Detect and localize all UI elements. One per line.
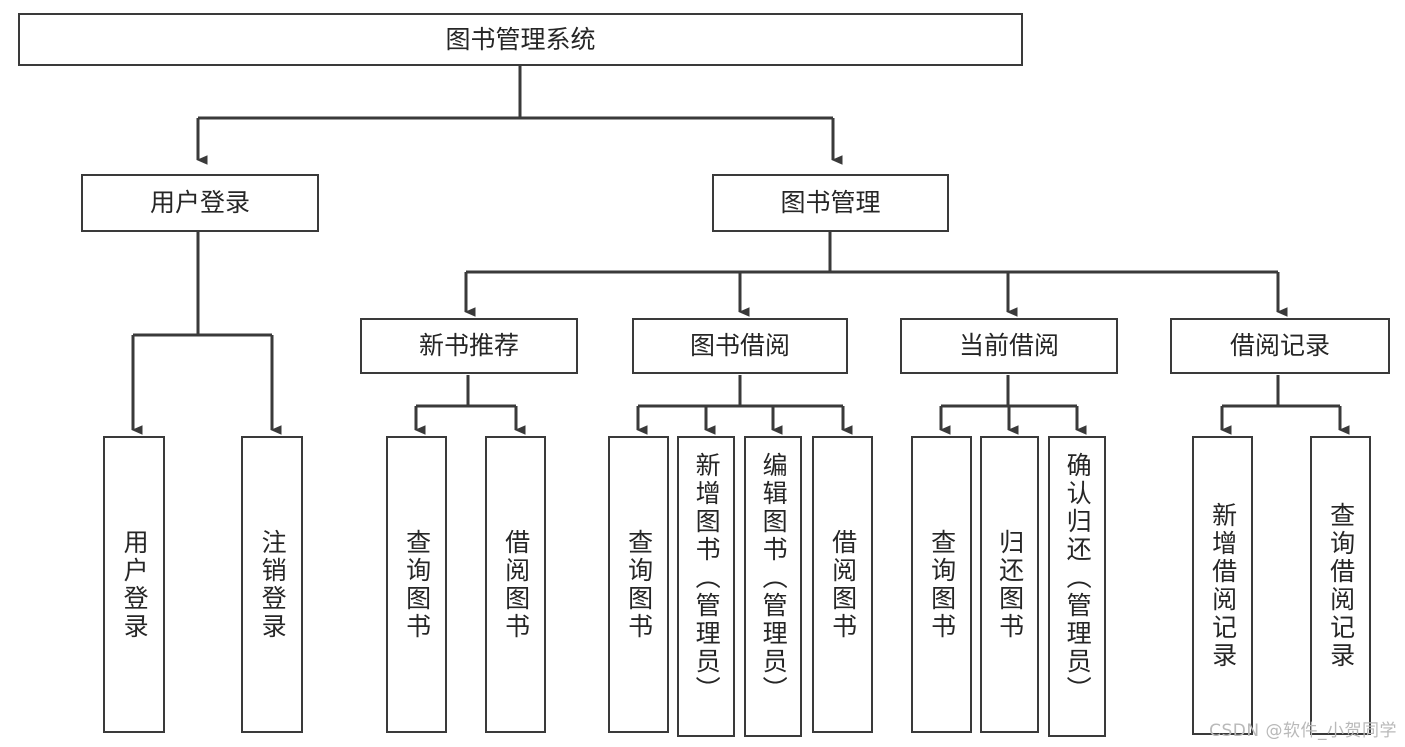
leaf-borrow-book-recommend[interactable]: 借阅图书 [485,436,546,733]
leaf-query-book-recommend[interactable]: 查询图书 [386,436,447,733]
node-label: 新书推荐 [418,331,519,361]
leaf-edit-book-admin[interactable]: 编辑图书（管理员） [744,436,802,737]
node-label: 查询图书 [624,528,654,641]
node-label: 用户登录 [149,188,250,218]
node-user-login[interactable]: 用户登录 [81,174,319,232]
node-label: 确认归还（管理员） [1063,452,1093,704]
leaf-add-borrow-record[interactable]: 新增借阅记录 [1192,436,1253,735]
node-book-borrow[interactable]: 图书借阅 [632,318,848,374]
node-label: 查询图书 [927,528,957,641]
node-label: 图书管理系统 [445,24,596,54]
leaf-borrow-book[interactable]: 借阅图书 [812,436,873,733]
leaf-return-book[interactable]: 归还图书 [980,436,1039,733]
node-label: 新增借阅记录 [1208,501,1238,670]
node-book-management[interactable]: 图书管理 [712,174,949,232]
leaf-logout[interactable]: 注销登录 [241,436,303,733]
node-label: 借阅图书 [501,528,531,641]
node-current-borrow[interactable]: 当前借阅 [900,318,1118,374]
node-label: 新增图书（管理员） [692,452,722,704]
node-label: 用户登录 [120,528,150,641]
node-new-book-recommend[interactable]: 新书推荐 [360,318,578,374]
node-label: 图书管理 [780,188,881,218]
node-borrow-record[interactable]: 借阅记录 [1170,318,1390,374]
node-label: 借阅记录 [1229,331,1330,361]
node-label: 查询借阅记录 [1326,501,1356,670]
csdn-watermark: CSDN @软件_小贺同学 [1209,721,1397,741]
node-label: 查询图书 [402,528,432,641]
leaf-user-login[interactable]: 用户登录 [103,436,165,733]
node-root-system[interactable]: 图书管理系统 [18,13,1023,66]
leaf-add-book-admin[interactable]: 新增图书（管理员） [677,436,735,737]
leaf-query-book-current[interactable]: 查询图书 [911,436,972,733]
node-label: 归还图书 [995,528,1025,641]
node-label: 编辑图书（管理员） [759,452,789,704]
leaf-query-book-borrow[interactable]: 查询图书 [608,436,669,733]
node-label: 图书借阅 [689,331,790,361]
node-label: 借阅图书 [828,528,858,641]
leaf-query-borrow-record[interactable]: 查询借阅记录 [1310,436,1371,735]
node-label: 注销登录 [258,528,288,641]
leaf-confirm-return-admin[interactable]: 确认归还（管理员） [1048,436,1106,737]
node-label: 当前借阅 [958,331,1059,361]
